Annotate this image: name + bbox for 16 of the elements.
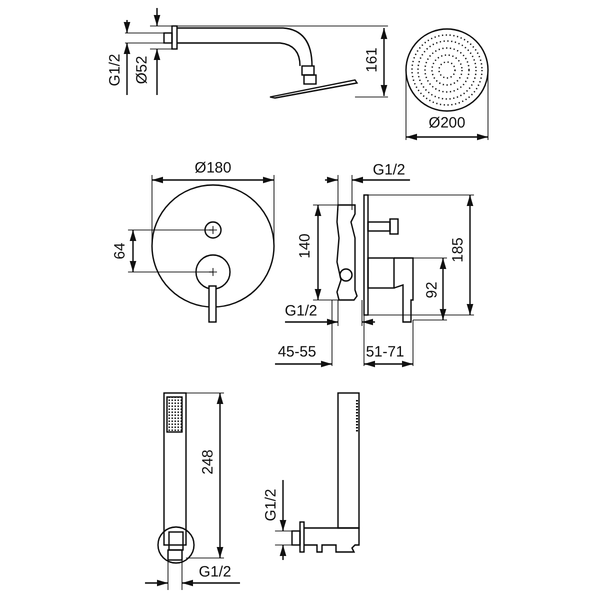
dimension-label: G1/2 [372, 162, 406, 178]
dimension-label: G1/2 [264, 488, 278, 522]
dimension-label: Ø52 [134, 54, 150, 86]
dimension-label: 185 [450, 236, 466, 264]
dimension-label: G1/2 [108, 52, 122, 88]
dimension-label: G1/2 [284, 304, 318, 318]
dimension-label: Ø200 [428, 116, 466, 130]
dimension-label: 64 [112, 242, 128, 260]
dimension-label: 92 [424, 280, 440, 300]
dimension-label: 51-71 [364, 344, 406, 360]
dimension-label: G1/2 [198, 564, 232, 580]
dimension-label: 248 [200, 448, 216, 476]
dimension-label: 140 [298, 232, 312, 260]
dimension-label: Ø180 [194, 160, 232, 176]
dimension-label: 161 [364, 46, 380, 74]
dimension-label: 45-55 [276, 344, 318, 360]
